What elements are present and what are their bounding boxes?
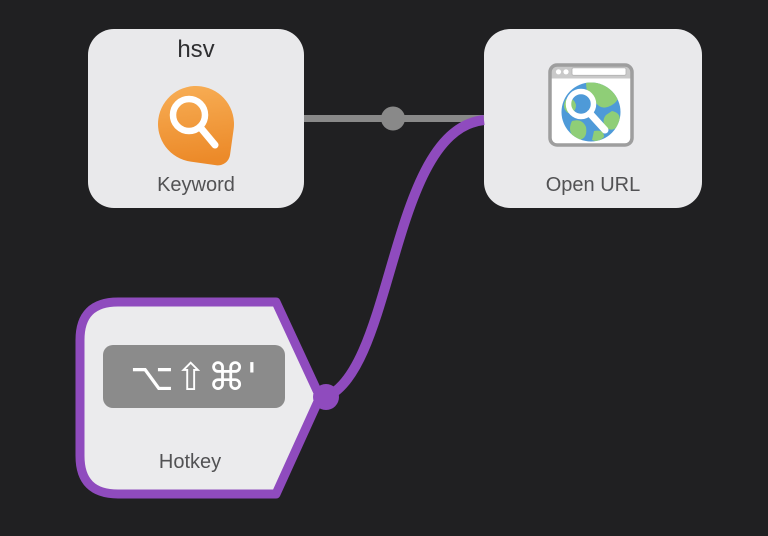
magnifier-icon	[169, 95, 219, 149]
browser-globe-search-icon	[548, 63, 634, 147]
hotkey-output-port[interactable]	[313, 384, 339, 410]
hotkey-shortcut-badge: ⌥⇧⌘'	[103, 345, 285, 408]
browser-address-bar-icon	[571, 67, 627, 76]
open-url-label: Open URL	[545, 174, 641, 196]
browser-dot-icon	[563, 69, 569, 75]
keyword-title: hsv	[177, 36, 215, 63]
node-open-url[interactable]: Open URL	[484, 29, 702, 208]
keyword-label: Keyword	[157, 174, 235, 196]
connection-hotkey-to-openurl-selected[interactable]	[323, 115, 485, 402]
node-keyword[interactable]: hsv Keyword	[88, 29, 304, 208]
hotkey-label: Hotkey	[158, 451, 222, 473]
keyword-search-pin-icon	[153, 81, 239, 167]
magnifier-icon	[565, 88, 597, 120]
browser-dot-icon	[555, 69, 562, 75]
connection-midpoint-handle[interactable]	[381, 106, 405, 131]
